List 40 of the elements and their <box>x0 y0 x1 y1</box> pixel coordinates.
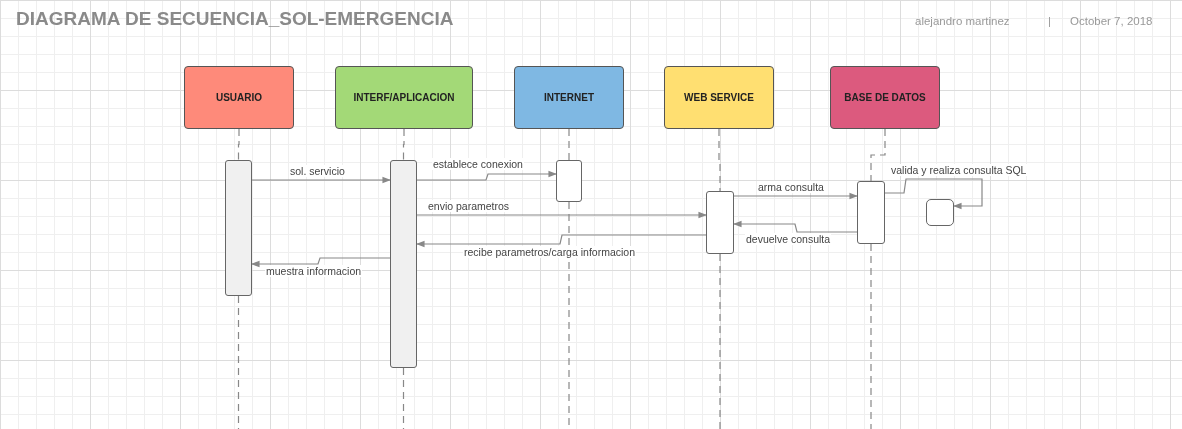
message-arrow <box>733 220 858 233</box>
participant-box: INTERF/APLICACION <box>335 66 473 129</box>
header-note: | <box>1048 15 1051 27</box>
lifeline <box>870 128 886 182</box>
message-label: valida y realiza consulta SQL <box>890 164 1028 176</box>
message-arrow <box>884 178 983 210</box>
participant-box: WEB SERVICE <box>664 66 774 129</box>
lifeline <box>870 243 872 429</box>
message-arrow <box>733 192 858 200</box>
activation-bar <box>225 160 252 296</box>
activation-box <box>926 199 954 226</box>
participant-box: USUARIO <box>184 66 294 129</box>
message-arrow <box>416 234 707 248</box>
message-arrow <box>416 211 707 219</box>
message-label: establece conexion <box>432 158 524 170</box>
message-label: envio parametros <box>427 200 511 212</box>
diagram-title: DIAGRAMA DE SECUENCIA_SOL-EMERGENCIA <box>16 8 454 30</box>
activation-bar <box>556 160 582 202</box>
activation-bar <box>857 181 885 244</box>
message-arrow <box>251 176 391 184</box>
activation-bar <box>390 160 417 368</box>
lifeline <box>402 367 405 429</box>
lifeline <box>402 128 405 161</box>
lifeline <box>718 128 721 192</box>
message-label: devuelve consulta <box>745 233 832 245</box>
lifeline <box>237 295 240 429</box>
message-label: recibe parametros/carga informacion <box>463 246 636 258</box>
lifeline <box>719 253 721 429</box>
message-label: arma consulta <box>757 181 825 193</box>
activation-bar <box>706 191 734 254</box>
participant-box: INTERNET <box>514 66 624 129</box>
message-arrow <box>251 257 391 268</box>
lifeline <box>568 128 570 161</box>
header-note: October 7, 2018 <box>1070 15 1153 27</box>
message-label: sol. servicio <box>289 165 346 177</box>
message-label: muestra informacion <box>265 265 363 277</box>
lifeline <box>237 128 240 161</box>
participant-box: BASE DE DATOS <box>830 66 940 129</box>
message-arrow <box>416 170 557 181</box>
header-note: alejandro martinez <box>915 15 1010 27</box>
